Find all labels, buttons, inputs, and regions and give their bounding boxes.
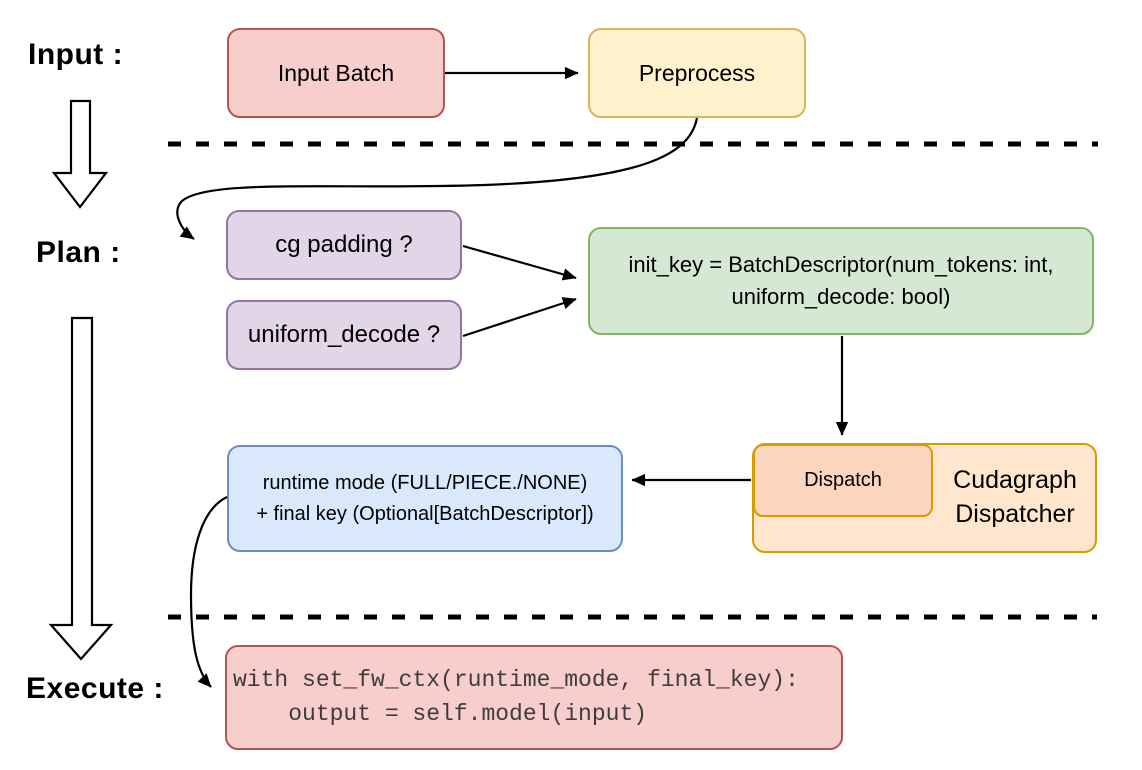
node-init-key-line2: uniform_decode: bool) [731,284,951,309]
arrow-uniform-decode-to-init-key [462,297,577,338]
stage-label-plan: Plan : [36,236,121,269]
node-dispatch-label: Dispatch [804,469,882,491]
stage-label-input: Input : [28,38,124,71]
node-cg-padding-label: cg padding ? [275,231,413,258]
node-preprocess: Preprocess [588,28,806,118]
arrow-runtime-mode-to-execute-code [189,496,228,688]
node-runtime-mode-line1: runtime mode (FULL/PIECE./NONE) [262,471,588,494]
stage-arrow-input-to-plan [51,99,109,209]
arrow-cg-padding-to-init-key [462,244,577,281]
node-runtime-mode-line2: + final key (Optional[BatchDescriptor]) [256,502,594,525]
node-init-key-line1: init_key = BatchDescriptor(num_tokens: i… [628,252,1054,278]
node-cg-padding: cg padding ? [226,210,462,280]
execute-code-line1: with set_fw_ctx(runtime_mode, final_key)… [233,667,799,694]
node-preprocess-label: Preprocess [638,59,756,86]
node-uniform-decode-label: uniform_decode ? [247,321,441,348]
node-runtime-mode: runtime mode (FULL/PIECE./NONE) + final … [227,445,623,552]
stage-label-execute: Execute : [26,672,164,705]
node-uniform-decode: uniform_decode ? [226,300,462,370]
node-execute-code: with set_fw_ctx(runtime_mode, final_key)… [225,645,843,750]
node-input-batch-label: Input Batch [277,59,395,86]
node-dispatch: Dispatch [753,444,933,517]
stage-arrow-plan-to-execute [48,316,114,661]
execute-code-line2: output = self.model(input) [233,700,648,727]
cudagraph-label-line1: Cudagraph [953,466,1077,495]
node-cudagraph-dispatcher-label: Cudagraph Dispatcher [933,450,1097,546]
cudagraph-label-line2: Dispatcher [955,500,1075,528]
node-input-batch: Input Batch [227,28,445,118]
node-init-key: init_key = BatchDescriptor(num_tokens: i… [588,227,1094,335]
